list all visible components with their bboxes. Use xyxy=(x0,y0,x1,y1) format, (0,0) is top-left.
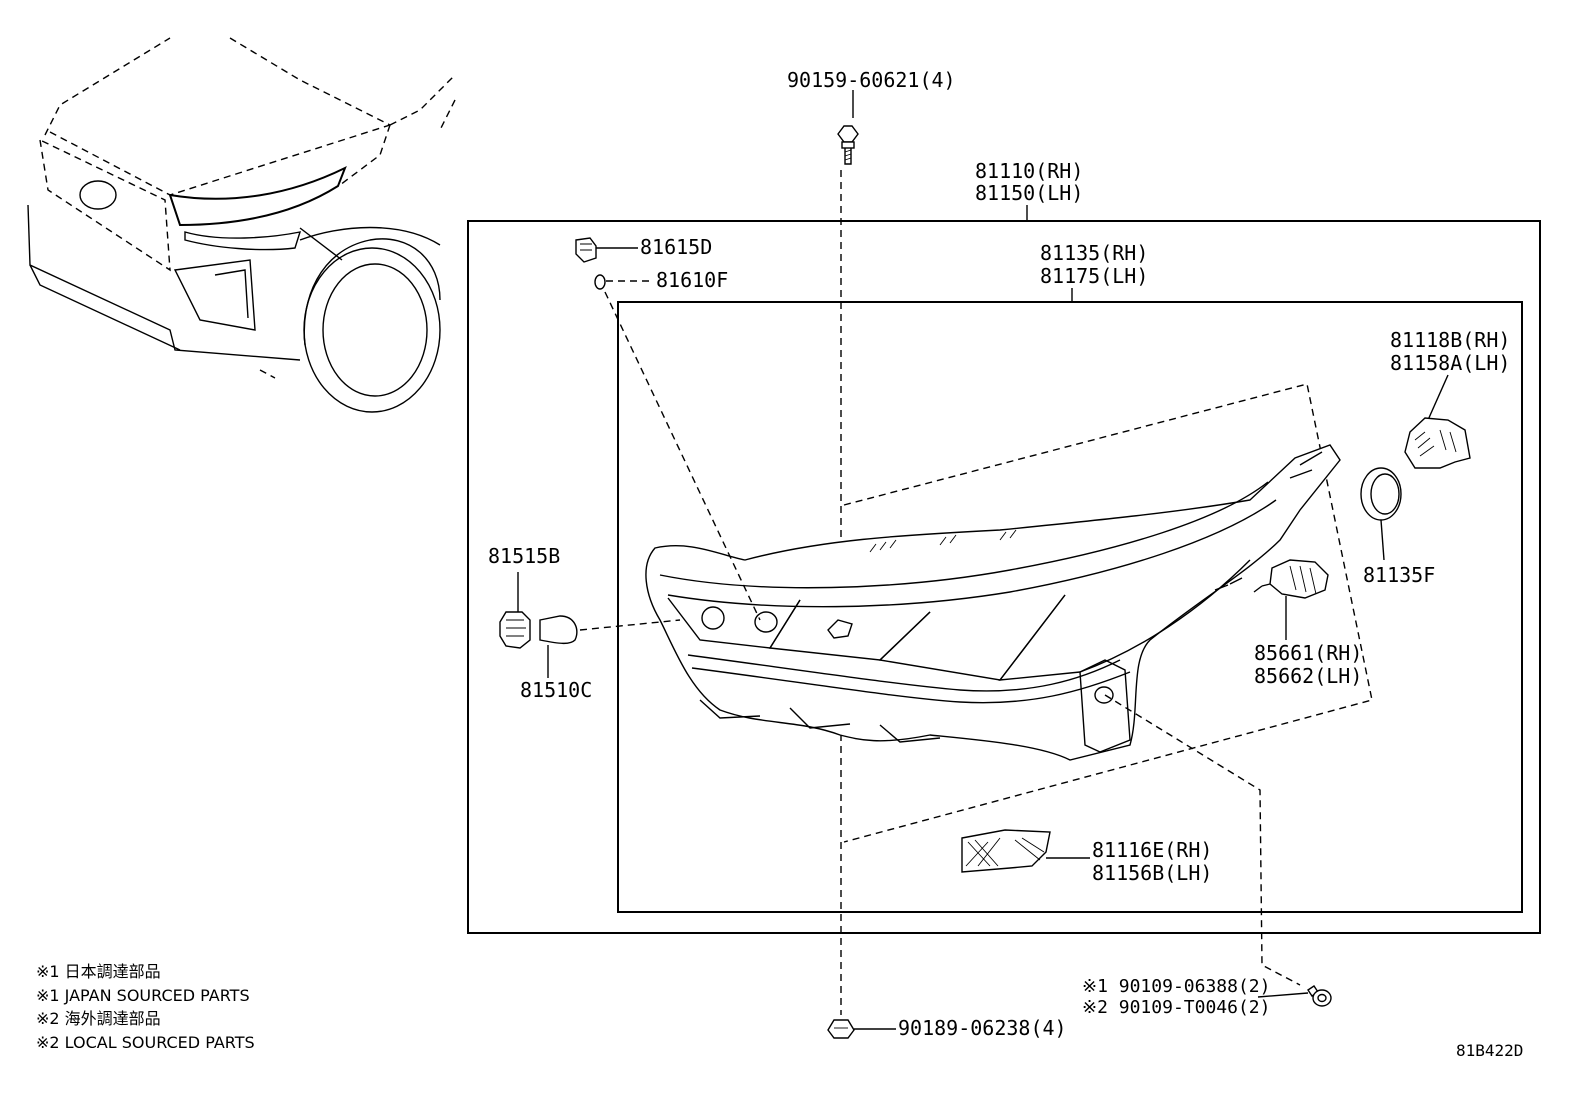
bolt-top-part xyxy=(837,90,859,165)
label-assy-rh: 81110(RH) xyxy=(975,159,1083,183)
bulb-81510c-part xyxy=(539,615,578,678)
label-bulb-81510c: 81510C xyxy=(520,678,592,702)
label-assy-lh: 81150(LH) xyxy=(975,181,1083,205)
note-japan-jp: ※1 日本調達部品 xyxy=(36,962,161,981)
label-cover-rh: 81118B(RH) xyxy=(1390,328,1510,352)
label-unit-lh: 81175(LH) xyxy=(1040,264,1148,288)
label-screw-2: ※2 90109-T0046(2) xyxy=(1082,997,1270,1018)
socket-81615d-part xyxy=(575,237,638,263)
label-clip-bottom: 90189-06238(4) xyxy=(898,1016,1067,1040)
label-socket-81615d: 81615D xyxy=(640,235,712,259)
label-socket-81515b: 81515B xyxy=(488,544,560,568)
label-actuator-rh: 85661(RH) xyxy=(1254,641,1362,665)
assembly-box-inner xyxy=(617,301,1523,913)
socket-81515b-part xyxy=(499,572,531,649)
cover-81118b-part xyxy=(1404,374,1471,469)
clip-90189-part xyxy=(827,1019,896,1039)
bulb-81610f-part xyxy=(594,274,652,290)
headlamp-unit xyxy=(645,383,1373,843)
note-japan-en: ※1 JAPAN SOURCED PARTS xyxy=(36,986,250,1005)
label-bracket-lh: 81156B(LH) xyxy=(1092,861,1212,885)
label-screw-1: ※1 90109-06388(2) xyxy=(1082,976,1270,997)
diagram-code: 81B422D xyxy=(1456,1041,1523,1060)
vehicle-front-illustration xyxy=(27,37,456,413)
label-actuator-lh: 85662(LH) xyxy=(1254,664,1362,688)
assembly-box-outer xyxy=(467,220,1541,934)
cap-81135f-part xyxy=(1360,467,1402,561)
note-local-jp: ※2 海外調達部品 xyxy=(36,1009,161,1028)
label-cover-lh: 81158A(LH) xyxy=(1390,351,1510,375)
label-unit-rh: 81135(RH) xyxy=(1040,241,1148,265)
screw-90109-part xyxy=(1257,985,1332,1007)
label-cap-81135f: 81135F xyxy=(1363,563,1435,587)
label-bolt-top: 90159-60621(4) xyxy=(787,68,956,92)
bracket-81116e-part xyxy=(961,829,1090,873)
note-local-en: ※2 LOCAL SOURCED PARTS xyxy=(36,1033,255,1052)
label-bracket-rh: 81116E(RH) xyxy=(1092,838,1212,862)
actuator-85661-part xyxy=(1253,559,1329,640)
label-bulb-81610f: 81610F xyxy=(656,268,728,292)
